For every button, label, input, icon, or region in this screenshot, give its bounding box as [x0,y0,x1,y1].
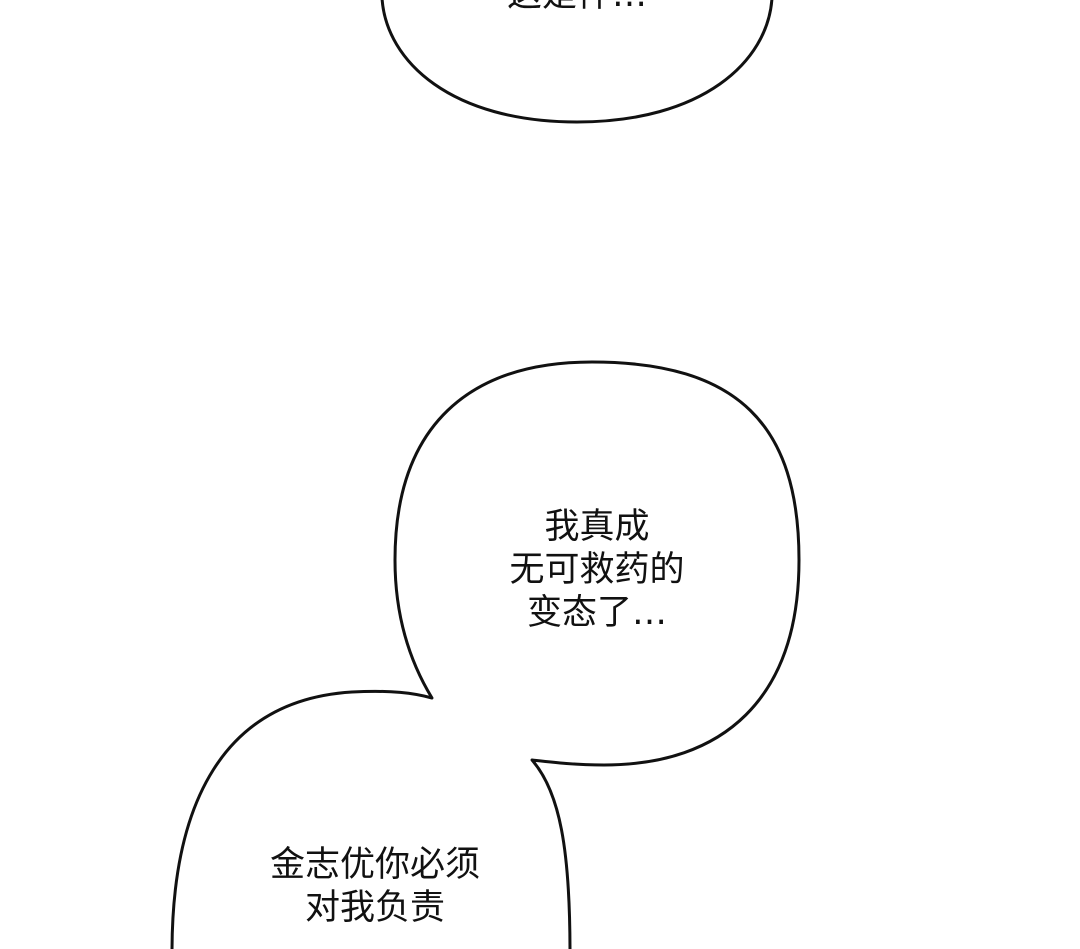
top-bubble-text: 这是件… [477,0,677,17]
bottom-bubble-text: 金志优你必须 对我负责 [225,844,525,930]
top-speech-bubble [380,0,774,124]
middle-line-1: 我真成 [544,507,650,547]
bottom-line-2: 对我负责 [304,888,445,928]
bottom-line-1: 金志优你必须 [269,845,480,885]
middle-bubble-text: 我真成 无可救药的 变态了… [447,506,747,635]
joined-speech-bubbles [170,360,801,949]
middle-line-3: 变态了… [526,593,667,633]
middle-line-2: 无可救药的 [509,550,685,590]
